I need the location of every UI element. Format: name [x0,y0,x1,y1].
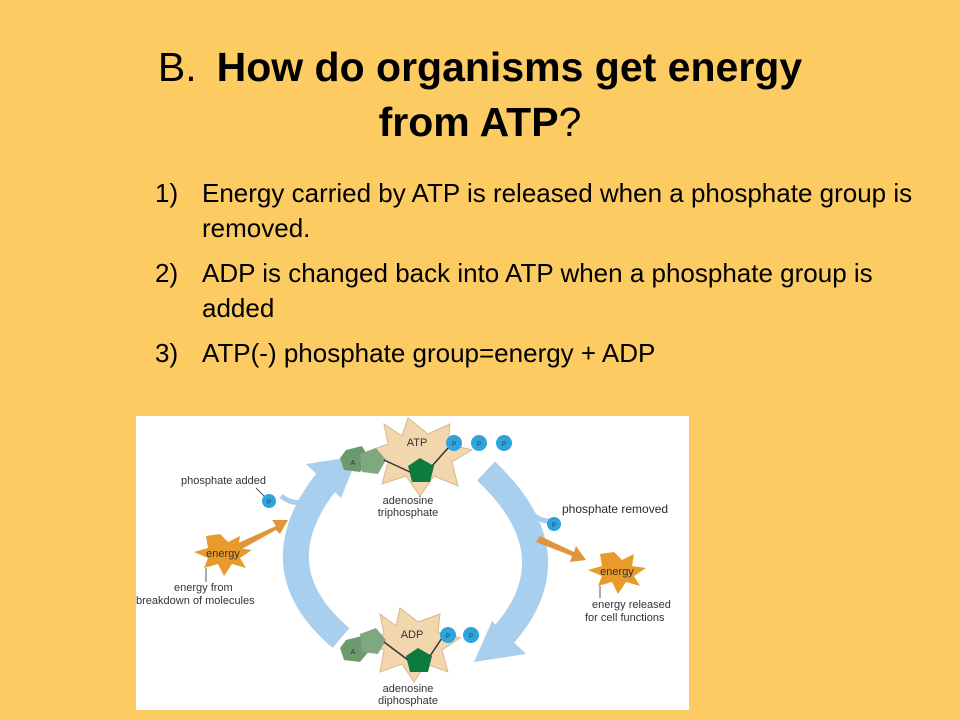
energy-from-line-1: energy from [174,582,233,594]
phosphate-letter: P [552,523,556,529]
phosphate-letter: P [452,442,456,448]
slide-title: B. How do organisms get energy from ATP? [0,40,960,150]
phosphate-icon [496,435,512,451]
energy-released-line-1: energy released [592,599,671,611]
list-item-number: 3) [155,338,179,368]
phosphate-icon [446,435,462,451]
phosphate-removed-label: phosphate removed [562,502,669,516]
energy-star-right [588,552,646,594]
list-item: 1) Energy carried by ATP is released whe… [155,176,915,246]
adenine-icon-2 [360,448,386,474]
adenine-letter: A [351,649,356,656]
phosphate-icon [440,627,456,643]
ribose-icon [406,648,432,672]
adenine-letter: A [351,460,356,467]
atp-molecule: ATP A P P P adenosine triphosphate [340,417,512,519]
list-item-number: 1) [155,178,179,208]
title-prefix: B. [157,44,197,90]
atp-adp-cycle-diagram: ATP A P P P adenosine triphosphate ADP A… [136,416,689,710]
adp-molecule: ADP A P P adenosine diphosphate [340,607,479,707]
title-main-2: from ATP [378,99,559,145]
energy-word-right: energy [600,566,634,578]
atp-name-line-1: adenosine [383,495,434,507]
list-item-number: 2) [155,258,179,288]
energy-out-arrow [536,536,586,562]
title-line-2: from ATP? [0,95,960,150]
bond-line [431,447,449,467]
energy-from-line-2: breakdown of molecules [136,595,255,607]
adp-label: ADP [401,629,424,641]
bullet-list: 1) Energy carried by ATP is released whe… [155,176,915,381]
phosphate-icon [262,494,276,508]
list-item-text: ADP is changed back into ATP when a phos… [202,258,873,323]
phosphate-letter: P [446,634,450,640]
right-cycle-arrowhead [474,621,526,662]
phosphate-icon [547,517,561,531]
title-question-mark: ? [558,99,582,145]
bond-line [429,637,443,657]
ribose-icon [408,458,434,482]
cycle-arrows [282,456,549,662]
phosphate-letter: P [477,442,481,448]
bond-line [383,459,411,473]
adenine-icon-2 [360,628,386,654]
phosphate-letter: P [267,500,271,506]
phosphate-letter: P [469,634,473,640]
phosphate-added-curve [279,493,314,505]
adp-name-line-1: adenosine [383,683,434,695]
adp-name-line-2: diphosphate [378,695,438,707]
phosphate-letter: P [502,442,506,448]
title-main-1: How do organisms get energy [216,44,803,90]
phosphate-icon [471,435,487,451]
bond-line [383,641,409,661]
phosphate-added-label: phosphate added [181,475,266,487]
energy-in-arrow [236,520,288,550]
adp-star [362,607,462,683]
title-line-1: B. How do organisms get energy [0,40,960,95]
left-cycle-arrow [282,467,350,648]
list-item-text: Energy carried by ATP is released when a… [202,178,913,243]
cycle-svg: ATP A P P P adenosine triphosphate ADP A… [136,417,671,707]
list-item: 2) ADP is changed back into ATP when a p… [155,256,915,326]
energy-released-line-2: for cell functions [585,612,665,624]
list-item: 3) ATP(-) phosphate group=energy + ADP [155,336,915,371]
energy-star-left [194,534,252,576]
phosphate-icon [463,627,479,643]
energy-word-left: energy [206,548,240,560]
list-item-text: ATP(-) phosphate group=energy + ADP [202,338,656,368]
right-cycle-arrow [476,461,549,647]
atp-label: ATP [407,437,428,449]
atp-name-line-2: triphosphate [378,507,439,519]
